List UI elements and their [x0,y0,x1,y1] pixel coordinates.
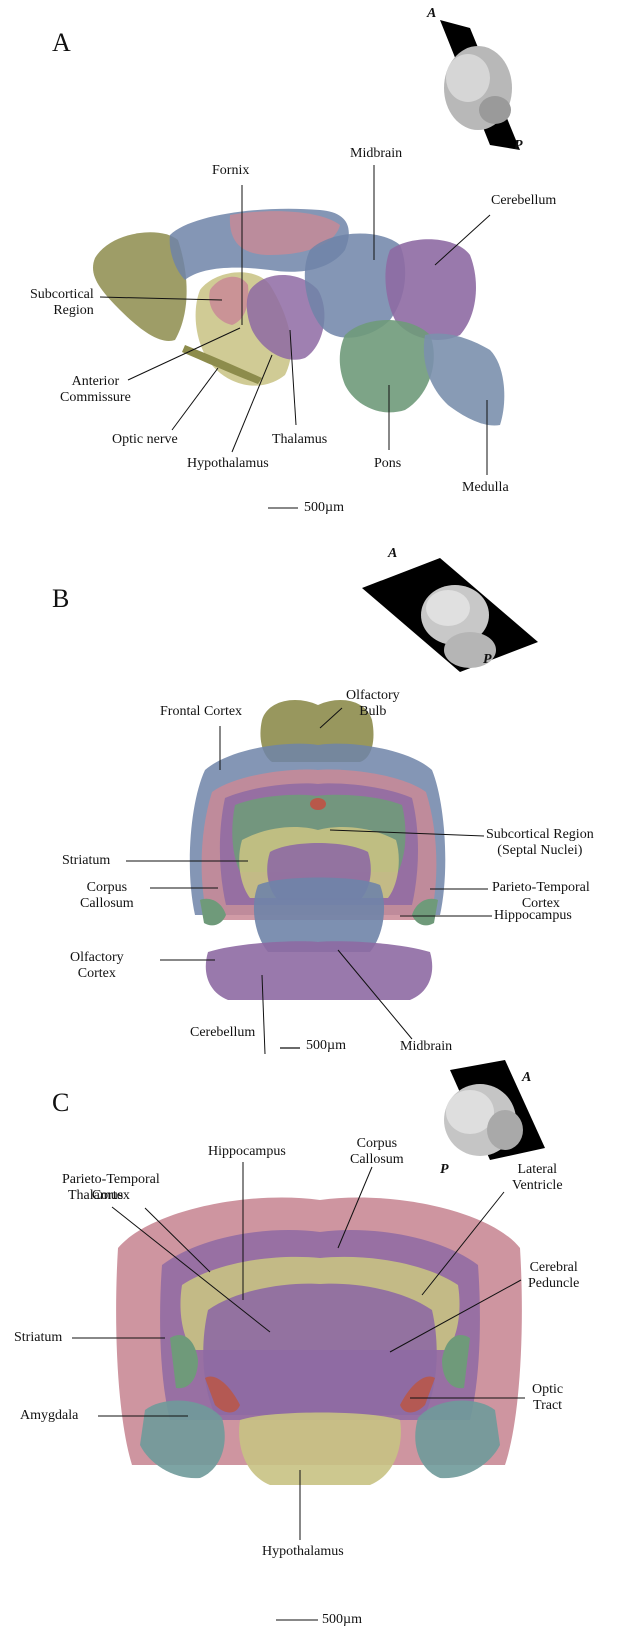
label-frontal-cortex: Frontal Cortex [160,704,242,720]
label-olfactory-cortex: Olfactory Cortex [70,950,124,982]
orientation-thumbnail-b [362,558,538,672]
panel-letter: C [52,1088,69,1118]
axis-anterior-label: A [522,1070,531,1086]
septal-nuclei-region [310,798,326,810]
label-olfactory-bulb: Olfactory Bulb [346,688,400,720]
label-hippocampus: Hippocampus [494,908,572,924]
cerebellum-region [206,941,432,1000]
panel-b-graphics [0,540,639,1060]
thalamus-region [203,1284,436,1415]
label-thalamus: Thalamus [272,432,327,448]
label-optic-tract: Optic Tract [532,1382,563,1414]
label-medulla: Medulla [462,480,509,496]
label-amygdala: Amygdala [20,1408,78,1424]
amygdala-region [140,1401,225,1479]
label-subcortical-region: Subcortical Region [30,287,94,319]
axis-posterior-label: P [483,652,492,668]
panel-letter: B [52,584,69,614]
label-corpus-callosum: Corpus Callosum [350,1136,404,1168]
label-corpus-callosum: Corpus Callosum [80,880,134,912]
label-cerebral-peduncle: Cerebral Peduncle [528,1260,579,1292]
label-midbrain: Midbrain [350,146,402,162]
label-subcortical-septal: Subcortical Region (Septal Nuclei) [486,827,594,859]
medulla-region [424,333,504,425]
label-fornix: Fornix [212,163,249,179]
label-cerebellum: Cerebellum [190,1025,255,1041]
axis-posterior-label: P [514,138,523,154]
label-thalamus: Thalamus [68,1188,123,1204]
hypothalamus-region [239,1413,401,1486]
label-lateral-ventricle: Lateral Ventricle [512,1162,563,1194]
panel-letter: A [52,28,71,58]
label-striatum: Striatum [14,1330,62,1346]
label-optic-nerve: Optic nerve [112,432,178,448]
scale-bar-label: 500µm [304,500,344,516]
scale-bar-label: 500µm [322,1612,362,1628]
label-hypothalamus: Hypothalamus [187,456,269,472]
panel-a-sagittal: A A P Fornix Midbrain Cerebellum Subcort… [0,0,639,540]
label-hypothalamus: Hypothalamus [262,1544,344,1560]
label-anterior-commissure: Anterior Commissure [60,374,131,406]
axis-posterior-label: P [440,1162,449,1178]
label-pons: Pons [374,456,401,472]
pons-region [340,320,434,412]
panel-b-horizontal: B A P Olfactory Bulb Frontal Cortex Stri… [0,540,639,1060]
label-hippocampus: Hippocampus [208,1144,286,1160]
label-striatum: Striatum [62,853,110,869]
axis-anterior-label: A [388,546,397,562]
orientation-thumbnail-a [440,20,520,150]
midbrain-region [254,878,384,953]
label-cerebellum: Cerebellum [491,193,556,209]
panel-a-graphics [0,0,639,540]
panel-c-coronal: C A P Parieto-Temporal Cortex Hippocampu… [0,1060,639,1634]
axis-anterior-label: A [427,6,436,22]
scale-bar-label: 500µm [306,1038,346,1054]
label-midbrain: Midbrain [400,1039,452,1055]
